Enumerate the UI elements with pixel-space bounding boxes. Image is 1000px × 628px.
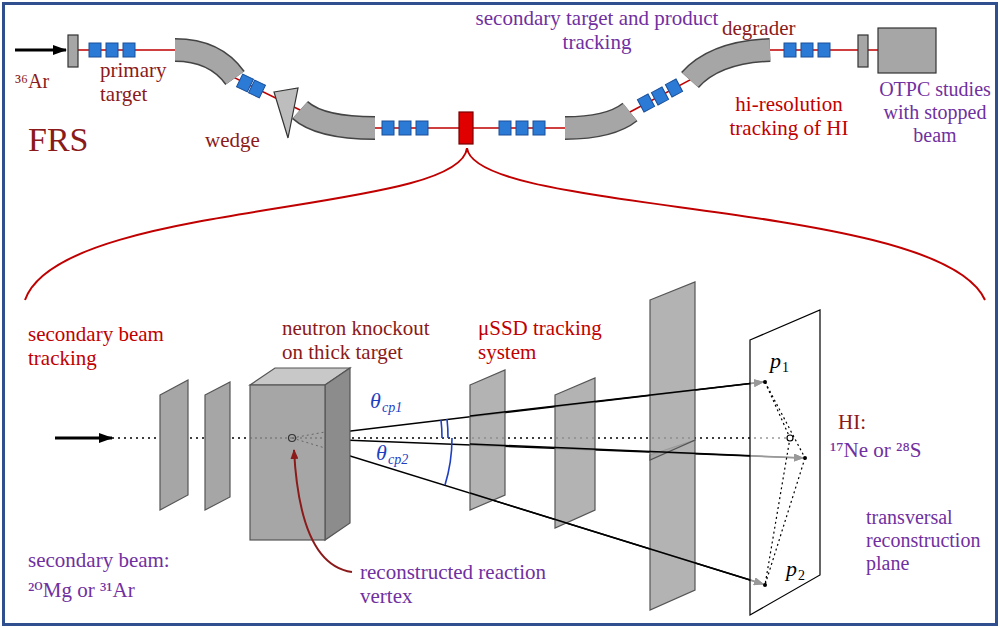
label-text: 1: [782, 360, 789, 376]
label-text: neutron knockout on thick target: [282, 316, 450, 364]
label-text: reconstructed reaction vertex: [360, 560, 565, 608]
detector-setup: [55, 282, 820, 615]
quadrupoles: [89, 43, 830, 135]
quadrupole-magnet: [399, 121, 411, 135]
zoom-bracket: [25, 148, 985, 300]
otpc-detector: [878, 28, 936, 73]
label-text: θ: [370, 388, 381, 413]
primary-target: [68, 35, 78, 67]
label-text: FRS: [28, 120, 89, 159]
quadrupole-magnet: [89, 43, 101, 57]
label-text: 2: [798, 568, 805, 584]
quadrupole-magnet: [665, 79, 682, 97]
quadrupole-magnet: [499, 121, 511, 135]
label-text: secondary target and product tracking: [472, 6, 722, 54]
leader-line: [294, 450, 352, 572]
quadrupole-magnet: [818, 43, 830, 57]
label-text: OTPC studies with stopped beam: [876, 78, 994, 147]
label-text: wedge: [205, 128, 260, 152]
label-text: hi-resolution tracking of HI: [705, 92, 873, 140]
beamline: [15, 28, 936, 144]
quadrupole-magnet: [533, 121, 545, 135]
label-text: p: [770, 348, 781, 373]
quadrupole-magnet: [416, 121, 428, 135]
label-text: p: [786, 556, 797, 581]
degrader-block: [858, 35, 868, 67]
label-text: θ: [376, 440, 387, 465]
label-text: secondary beam:: [28, 548, 170, 572]
quadrupole-magnet: [637, 94, 654, 112]
label-text: secondary beam tracking: [28, 322, 178, 370]
label-text: ³⁶Ar: [15, 70, 49, 93]
quadrupole-magnet: [784, 43, 796, 57]
label-text: primary target: [100, 58, 200, 106]
label-text: cp1: [382, 400, 402, 416]
quadrupole-magnet: [123, 43, 135, 57]
secondary-target: [459, 112, 473, 144]
quadrupole-magnet: [106, 43, 118, 57]
label-text: ²⁰Mg or ³¹Ar: [28, 578, 135, 602]
quadrupole-magnet: [382, 121, 394, 135]
quadrupole-magnet: [249, 80, 266, 98]
quadrupole-magnet: [801, 43, 813, 57]
quadrupole-magnet: [651, 87, 668, 105]
label-text: ¹⁷Ne or ²⁸S: [830, 438, 921, 462]
quadrupole-magnet: [516, 121, 528, 135]
label-text: cp2: [388, 452, 408, 468]
label-text: HI:: [838, 410, 866, 434]
label-text: degrader: [722, 16, 795, 40]
label-text: μSSD tracking system: [478, 316, 628, 364]
label-text: transversal reconstruction plane: [866, 506, 994, 575]
wedge-degrader: [274, 88, 298, 138]
